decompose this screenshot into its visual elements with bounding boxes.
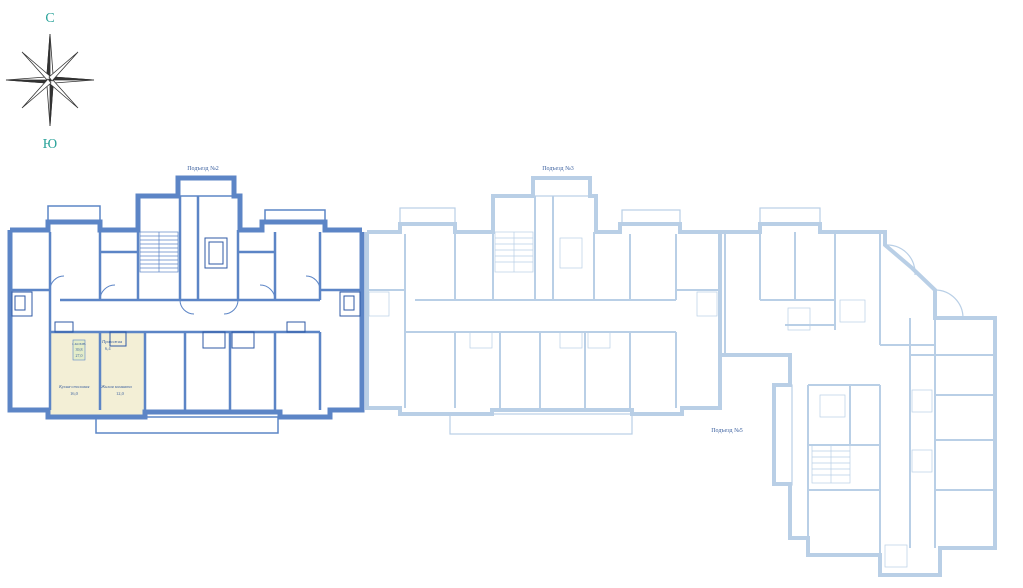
room-kitchen-name: Кухня-столовая	[58, 384, 89, 389]
stairwell-entrance-2	[139, 231, 179, 273]
entrance-3-label: Подъезд №3	[542, 166, 574, 172]
elevator-entrance-2	[204, 237, 228, 269]
section-entrance-3	[365, 176, 722, 435]
compass-rose: С Ю	[5, 11, 95, 152]
room-hall-name: Прихожая	[101, 339, 122, 344]
entrance-2-label: Подъезд №2	[187, 166, 219, 172]
compass-star-icon	[5, 33, 95, 127]
apartment-badge: 1-КОМН. 39,8 27,0	[72, 339, 86, 361]
room-living-name: Жилая комната	[100, 384, 133, 389]
compass-north-label: С	[45, 11, 54, 26]
section-entrance-5	[720, 207, 997, 577]
section-active-entrance-2: 1-КОМН. 39,8 27,0 Прихожая 6,4 Кухня-сто…	[7, 175, 365, 434]
room-hall-area: 6,4	[105, 346, 111, 352]
highlighted-apartment-area[interactable]	[50, 333, 145, 417]
compass-south-label: Ю	[43, 137, 57, 152]
entrance-5-label: Подъезд №5	[711, 428, 743, 434]
badge-total-area: 39,8	[76, 347, 83, 353]
badge-living-area: 27,0	[76, 353, 83, 359]
room-kitchen-area: 16,0	[70, 391, 79, 397]
badge-type: 1-КОМН.	[72, 342, 86, 346]
room-living-area: 12,0	[116, 391, 125, 397]
